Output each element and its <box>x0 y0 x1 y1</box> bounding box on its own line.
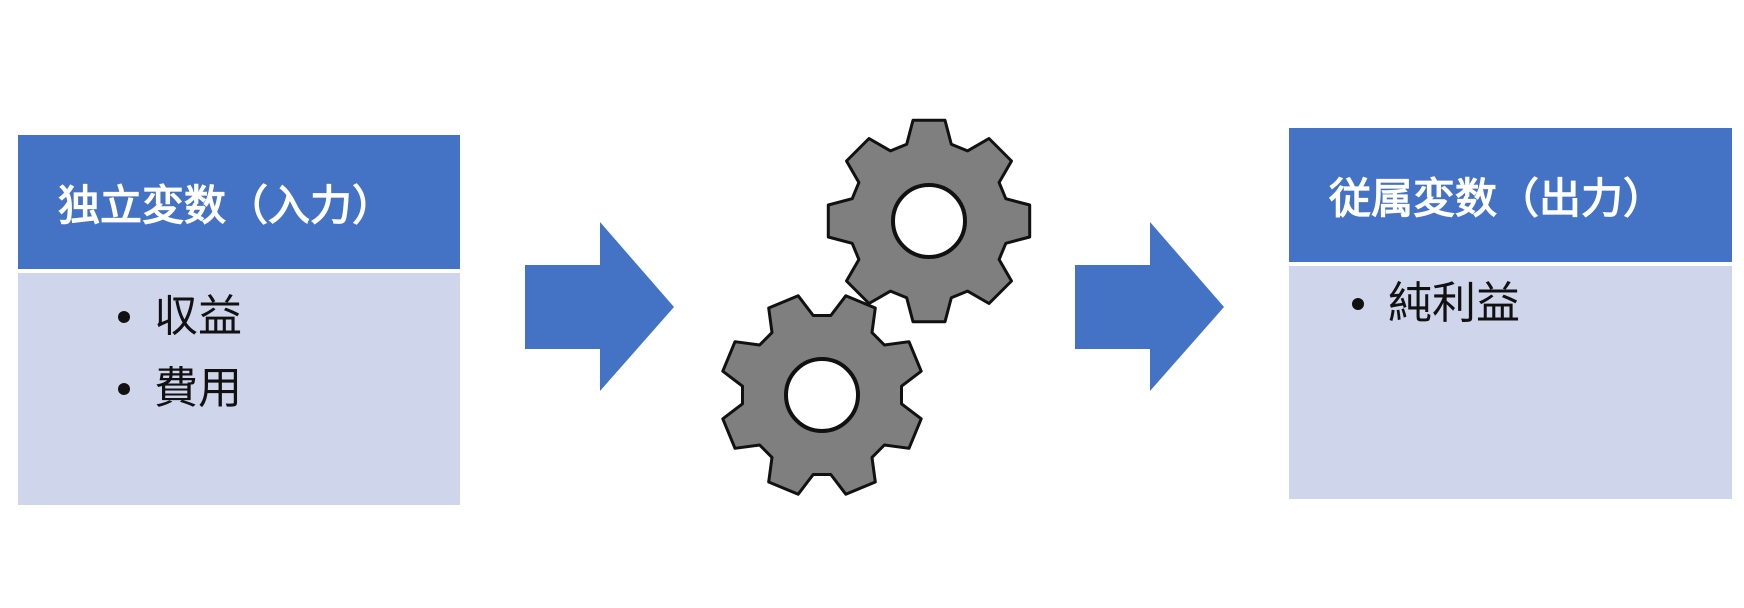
input-item-expenses: 費用 <box>154 363 242 414</box>
input-variables-list: 収益 費用 <box>118 281 242 425</box>
bullet-icon <box>118 311 130 323</box>
gear-icon <box>721 294 923 496</box>
output-panel-title: 従属変数（出力） <box>1289 128 1732 266</box>
input-item-revenue: 収益 <box>154 291 242 342</box>
arrow-right-icon <box>525 222 674 391</box>
output-item-net-income: 純利益 <box>1388 278 1520 329</box>
output-variables-list: 純利益 <box>1352 268 1520 340</box>
bullet-icon <box>1352 298 1364 310</box>
input-panel-title: 独立変数（入力） <box>18 135 460 273</box>
list-item: 収益 <box>118 281 242 353</box>
list-item: 費用 <box>118 353 242 425</box>
gear-icon <box>826 118 1032 324</box>
arrow-right-icon <box>1075 222 1224 391</box>
output-variables-panel: 従属変数（出力） 純利益 <box>1289 128 1732 499</box>
input-variables-panel: 独立変数（入力） 収益 費用 <box>18 135 460 505</box>
list-item: 純利益 <box>1352 268 1520 340</box>
bullet-icon <box>118 383 130 395</box>
